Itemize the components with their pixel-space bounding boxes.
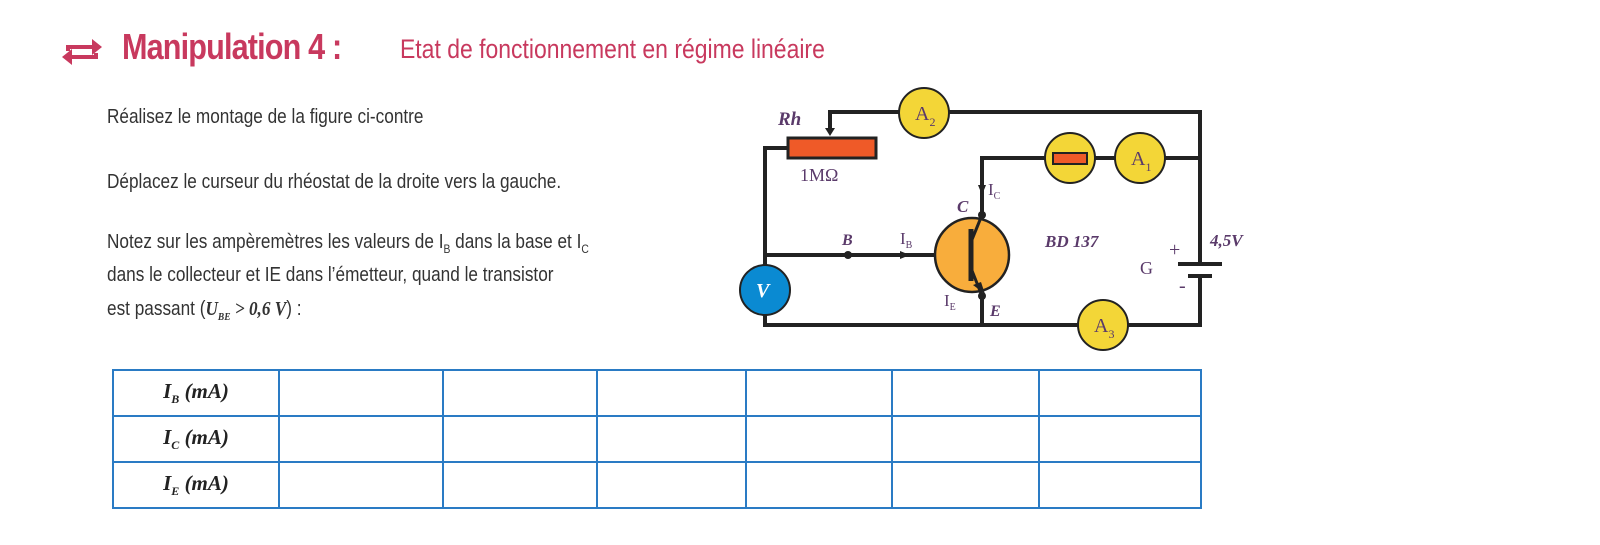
table-row: IE (mA) bbox=[112, 461, 1202, 509]
ic-arrow-icon bbox=[978, 185, 986, 195]
table-cell[interactable] bbox=[596, 461, 747, 509]
voltmeter bbox=[739, 264, 791, 316]
svg-text:-: - bbox=[1179, 275, 1186, 297]
table-cell[interactable] bbox=[745, 461, 893, 509]
instruction-1: Réalisez le montage de la figure ci-cont… bbox=[107, 106, 424, 128]
svg-text:1MΩ: 1MΩ bbox=[800, 165, 838, 185]
ammeter-a1 bbox=[1114, 132, 1166, 184]
svg-text:B: B bbox=[841, 232, 853, 249]
svg-text:IB: IB bbox=[900, 229, 913, 251]
table-cell[interactable] bbox=[1038, 415, 1202, 463]
instruction-2: Déplacez le curseur du rhéostat de la dr… bbox=[107, 171, 562, 193]
emitter-arrow-icon bbox=[973, 282, 985, 294]
svg-text:Rh: Rh bbox=[777, 109, 801, 130]
table-cell[interactable] bbox=[891, 415, 1040, 463]
wire-top bbox=[828, 110, 1202, 264]
lamp-resistor bbox=[1052, 152, 1088, 165]
table-cell[interactable] bbox=[1038, 461, 1202, 509]
table-cell[interactable] bbox=[745, 415, 893, 463]
svg-text:A3: A3 bbox=[1094, 315, 1114, 341]
wire-bottom bbox=[763, 146, 1202, 327]
table-cell[interactable] bbox=[278, 461, 444, 509]
rheostat bbox=[786, 136, 878, 160]
table-cell[interactable] bbox=[442, 415, 598, 463]
table-row: IC (mA) bbox=[112, 415, 1202, 463]
table-cell[interactable] bbox=[596, 415, 747, 463]
table-cell[interactable] bbox=[1038, 369, 1202, 417]
ammeter-a3 bbox=[1077, 299, 1129, 351]
svg-text:A2: A2 bbox=[915, 103, 935, 129]
svg-text:4,5V: 4,5V bbox=[1209, 231, 1244, 250]
ib-arrow-icon bbox=[900, 251, 910, 259]
svg-text:V: V bbox=[756, 280, 771, 302]
measurement-table: IB (mA) IC (mA) IE (mA) bbox=[112, 369, 1202, 509]
table-row: IB (mA) bbox=[112, 369, 1202, 417]
manipulation-heading: Manipulation 4 : bbox=[122, 26, 342, 67]
table-cell[interactable] bbox=[596, 369, 747, 417]
svg-text:C: C bbox=[957, 197, 969, 216]
table-cell[interactable] bbox=[891, 369, 1040, 417]
manipulation-subtitle: Etat de fonctionnement en régime linéair… bbox=[400, 34, 825, 64]
repeat-arrows-icon bbox=[60, 35, 104, 74]
table-cell[interactable] bbox=[745, 369, 893, 417]
instruction-3: Notez sur les ampèremètres les valeurs d… bbox=[107, 231, 589, 256]
table-cell[interactable] bbox=[278, 369, 444, 417]
svg-text:+: + bbox=[1169, 239, 1180, 261]
section-title: Manipulation 4 : Etat de fonctionnement e… bbox=[60, 26, 825, 74]
svg-text:IE: IE bbox=[944, 291, 956, 313]
rheostat-cursor-icon bbox=[825, 128, 835, 136]
ammeter-a2 bbox=[898, 87, 950, 139]
row-header-ic: IC (mA) bbox=[112, 415, 280, 463]
table-cell[interactable] bbox=[278, 415, 444, 463]
svg-text:G: G bbox=[1140, 258, 1153, 278]
table-cell[interactable] bbox=[442, 461, 598, 509]
table-cell[interactable] bbox=[442, 369, 598, 417]
svg-text:IC: IC bbox=[988, 180, 1001, 202]
svg-text:A1: A1 bbox=[1131, 148, 1151, 174]
table-cell[interactable] bbox=[891, 461, 1040, 509]
svg-text:E: E bbox=[989, 303, 1001, 320]
instruction-5: est passant (UBE > 0,6 V) : bbox=[107, 298, 302, 323]
row-header-ie: IE (mA) bbox=[112, 461, 280, 509]
row-header-ib: IB (mA) bbox=[112, 369, 280, 417]
svg-text:BD 137: BD 137 bbox=[1044, 232, 1100, 251]
instruction-4: dans le collecteur et IE dans l’émetteur… bbox=[107, 264, 554, 286]
